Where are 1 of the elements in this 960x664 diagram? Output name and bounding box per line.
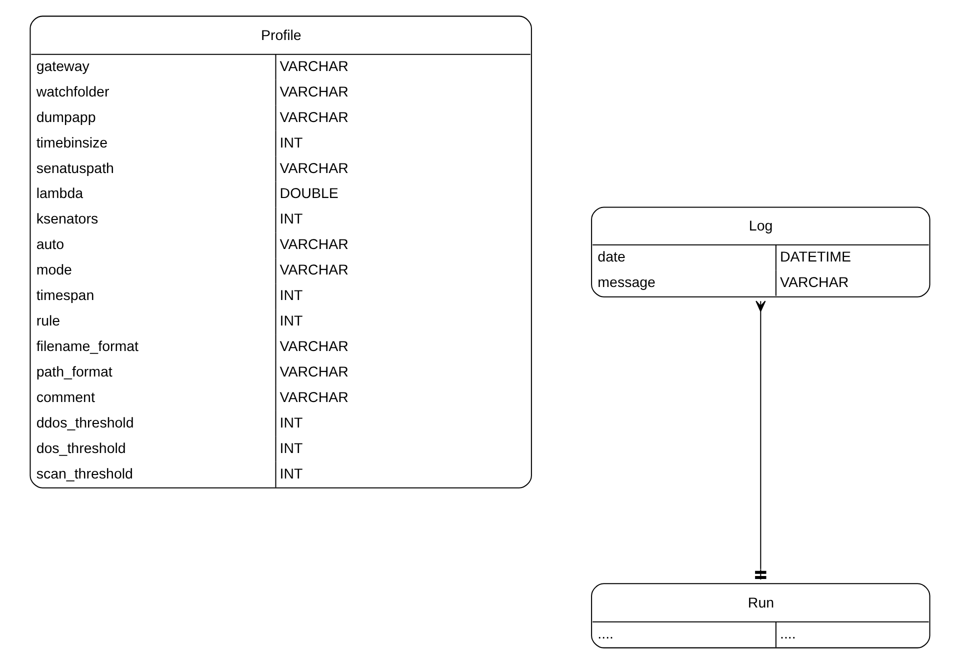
connector (755, 300, 766, 580)
